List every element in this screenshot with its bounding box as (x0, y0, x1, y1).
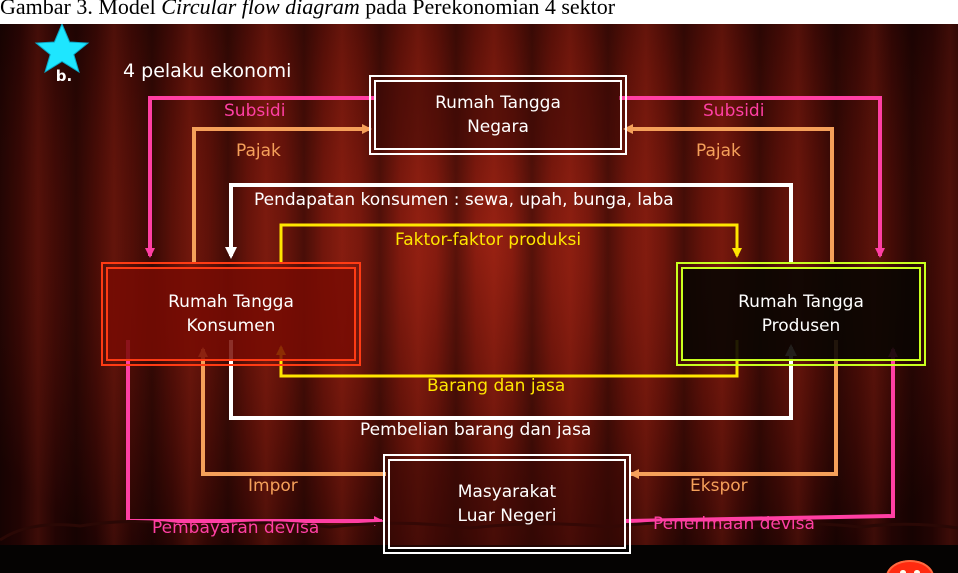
node-negara-line1: Rumah Tangga (435, 93, 561, 113)
node-konsumen-line1: Rumah Tangga (168, 292, 294, 312)
label-ekspor: Ekspor (690, 476, 748, 496)
arrow-penerimaan (624, 347, 898, 523)
label-subsidi-left: Subsidi (224, 101, 286, 121)
label-faktor: Faktor-faktor produksi (395, 230, 582, 250)
label-pajak-right: Pajak (696, 141, 741, 161)
node-konsumen-line2: Konsumen (186, 316, 276, 336)
badge-label: b. (55, 67, 73, 85)
label-pembelian: Pembelian barang dan jasa (360, 420, 592, 440)
star-icon (34, 24, 90, 74)
arrow-subsidi-right (619, 96, 885, 258)
node-luar-negeri-line1: Masyarakat (457, 482, 557, 502)
arrow-pendapatan (225, 183, 793, 263)
stage-floor (0, 545, 958, 573)
arrow-pajak-right (623, 124, 834, 263)
arrow-pajak-left (192, 124, 372, 263)
label-barang: Barang dan jasa (427, 376, 566, 396)
slide-title: 4 pelaku ekonomi (123, 60, 292, 82)
smiley-eye-left (900, 570, 906, 573)
label-pembayaran: Pembayaran devisa (152, 518, 320, 538)
arrow-pembelian (229, 340, 797, 420)
label-penerimaan: Penerimaan devisa (653, 514, 815, 534)
caption-prefix: Gambar 3. Model (0, 0, 162, 19)
node-produsen-line2: Produsen (761, 316, 841, 336)
node-negara-line2: Negara (467, 117, 529, 137)
node-luar-negeri-line2: Luar Negeri (457, 506, 557, 526)
smiley-eye-right (914, 570, 920, 573)
label-impor: Impor (248, 476, 298, 496)
smiley-icon[interactable] (886, 560, 934, 573)
caption-italic: Circular flow diagram (161, 0, 360, 19)
label-pendapatan: Pendapatan konsumen : sewa, upah, bunga,… (254, 190, 674, 210)
caption-suffix: pada Perekonomian 4 sektor (359, 0, 616, 19)
arrow-ekspor (629, 340, 838, 479)
label-subsidi-right: Subsidi (703, 101, 765, 121)
label-pajak-left: Pajak (236, 141, 281, 161)
figure-caption: Gambar 3. Model Circular flow diagram pa… (0, 0, 958, 24)
node-produsen-line1: Rumah Tangga (738, 292, 864, 312)
arrow-impor (198, 347, 386, 476)
arrow-faktor (279, 223, 742, 263)
arrow-subsidi-left (145, 96, 376, 258)
